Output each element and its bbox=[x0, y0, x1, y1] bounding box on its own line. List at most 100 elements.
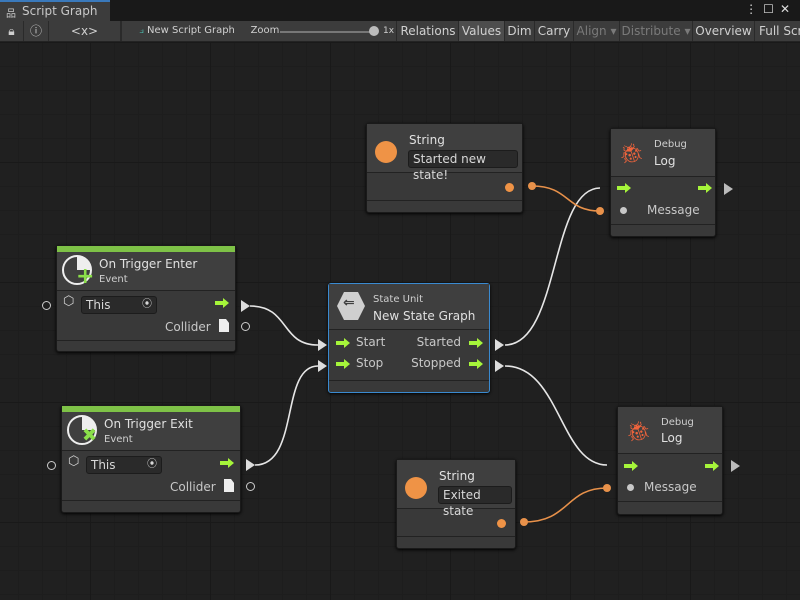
debug-log-node-1[interactable]: 🐞︎ Debug Log Message bbox=[610, 128, 716, 237]
graph-icon: ⟓ bbox=[139, 25, 144, 36]
maximize-icon[interactable]: ☐ bbox=[763, 2, 780, 16]
log1-output-port[interactable] bbox=[724, 183, 733, 195]
node-title: New State Graph bbox=[373, 309, 476, 323]
collider-type-icon bbox=[224, 479, 234, 492]
string-node-started[interactable]: String Started new state! bbox=[366, 123, 523, 213]
flow-input-icon[interactable] bbox=[617, 183, 631, 193]
node-title: On Trigger Exit bbox=[104, 417, 193, 431]
trigger-exit-icon bbox=[67, 415, 97, 445]
node-category: Debug bbox=[654, 139, 687, 150]
relations-button[interactable]: Relations bbox=[398, 21, 459, 41]
port-label: Stop bbox=[356, 356, 384, 370]
close-icon[interactable]: ✕ bbox=[779, 2, 796, 16]
dim-button[interactable]: Dim bbox=[505, 21, 535, 41]
on-trigger-enter-node[interactable]: + On Trigger Enter Event ⬡ This⦿ Collide… bbox=[56, 245, 236, 352]
node-title: On Trigger Enter bbox=[99, 257, 198, 271]
node-title: String bbox=[439, 469, 475, 483]
node-category: State Unit bbox=[373, 294, 424, 305]
zoom-value: 1x bbox=[381, 21, 397, 41]
node-subtitle: Event bbox=[99, 274, 128, 285]
trigger-enter-icon bbox=[62, 255, 92, 285]
log2-output-port[interactable] bbox=[731, 460, 740, 472]
x-icon: ✖ bbox=[82, 425, 98, 446]
on-trigger-exit-node[interactable]: ✖ On Trigger Exit Event ⬡ This⦿ Collider bbox=[61, 405, 241, 513]
info-button[interactable]: ⓘ bbox=[24, 21, 49, 41]
stopped-output-port[interactable] bbox=[495, 360, 504, 372]
lock-icon: 🔒︎ bbox=[8, 24, 15, 38]
flow-output-icon[interactable] bbox=[215, 298, 229, 308]
node-title: Log bbox=[661, 431, 683, 445]
stopped-output-icon[interactable] bbox=[469, 359, 483, 369]
target-field[interactable]: This⦿ bbox=[81, 296, 157, 314]
variables-button[interactable]: <x> bbox=[49, 21, 121, 41]
wire-string2-message bbox=[523, 487, 608, 523]
zoom-label: Zoom bbox=[250, 25, 280, 36]
string-node-exited[interactable]: String Exited state bbox=[396, 459, 516, 549]
node-subtitle: Event bbox=[104, 434, 133, 445]
port-label: Collider bbox=[170, 480, 216, 494]
start-input-port[interactable] bbox=[318, 339, 327, 351]
wire-string1-message bbox=[531, 185, 601, 212]
flow-output-icon[interactable] bbox=[698, 183, 712, 193]
message-port[interactable] bbox=[620, 207, 627, 214]
enter-flow-output-port[interactable] bbox=[241, 300, 250, 312]
port-label: Stopped bbox=[411, 356, 461, 370]
string-icon bbox=[375, 141, 397, 163]
window-controls: ⋮☐✕ bbox=[745, 2, 796, 16]
align-dropdown[interactable]: Align ▾ bbox=[574, 21, 620, 41]
flow-output-icon[interactable] bbox=[705, 461, 719, 471]
back-arrow-icon: ⇐ bbox=[343, 295, 355, 311]
wire-started-log1 bbox=[504, 187, 601, 346]
started-output-port[interactable] bbox=[495, 339, 504, 351]
node-category: Debug bbox=[661, 417, 694, 428]
stop-input-icon[interactable] bbox=[336, 359, 350, 369]
zoom-slider-handle[interactable] bbox=[369, 26, 379, 36]
node-title: Log bbox=[654, 154, 676, 168]
bug-icon: 🐞︎ bbox=[626, 419, 652, 443]
string-output-port[interactable] bbox=[497, 519, 506, 528]
start-input-icon[interactable] bbox=[336, 338, 350, 348]
flow-output-icon[interactable] bbox=[220, 458, 234, 468]
target-picker-icon[interactable]: ⦿ bbox=[147, 459, 157, 470]
state-unit-node[interactable]: ⇐ State Unit New State Graph Start Stop … bbox=[328, 283, 490, 393]
collider-output-port[interactable] bbox=[241, 322, 250, 331]
started-output-icon[interactable] bbox=[469, 338, 483, 348]
zoom-slider[interactable] bbox=[280, 31, 376, 33]
enter-input-port[interactable] bbox=[42, 301, 51, 310]
hierarchy-icon: 品 bbox=[6, 9, 16, 20]
toolbar: 🔒︎ ⓘ <x> ⟓ New Script Graph Zoom 1x Rela… bbox=[0, 21, 800, 42]
more-menu-icon[interactable]: ⋮ bbox=[745, 2, 764, 16]
wire-exit-stop bbox=[254, 365, 319, 466]
bug-icon: 🐞︎ bbox=[619, 141, 645, 165]
wire-enter-start bbox=[249, 305, 319, 346]
port-label: Start bbox=[356, 335, 386, 349]
collider-output-port[interactable] bbox=[246, 482, 255, 491]
cube-icon: ⬡ bbox=[63, 294, 75, 309]
string-value-field[interactable]: Started new state! bbox=[408, 150, 518, 182]
graph-breadcrumb[interactable]: ⟓ New Script Graph bbox=[139, 25, 235, 36]
flow-input-icon[interactable] bbox=[624, 461, 638, 471]
string-value-field[interactable]: Exited state bbox=[438, 486, 512, 518]
plus-icon: + bbox=[76, 264, 95, 289]
distribute-dropdown[interactable]: Distribute ▾ bbox=[620, 21, 693, 41]
values-button[interactable]: Values bbox=[459, 21, 505, 41]
stop-input-port[interactable] bbox=[318, 360, 327, 372]
cube-icon: ⬡ bbox=[68, 454, 80, 469]
info-icon: ⓘ bbox=[29, 24, 42, 38]
carry-button[interactable]: Carry bbox=[535, 21, 574, 41]
debug-log-node-2[interactable]: 🐞︎ Debug Log Message bbox=[617, 406, 723, 515]
message-port[interactable] bbox=[627, 484, 634, 491]
target-picker-icon[interactable]: ⦿ bbox=[142, 299, 152, 310]
string-output-port[interactable] bbox=[505, 183, 514, 192]
lock-button[interactable]: 🔒︎ bbox=[0, 21, 24, 41]
overview-button[interactable]: Overview bbox=[693, 21, 755, 41]
exit-input-port[interactable] bbox=[47, 461, 56, 470]
exit-flow-output-port[interactable] bbox=[246, 459, 255, 471]
collider-type-icon bbox=[219, 319, 229, 332]
target-field[interactable]: This⦿ bbox=[86, 456, 162, 474]
port-label: Collider bbox=[165, 320, 211, 334]
full-screen-button[interactable]: Full Screen bbox=[755, 21, 800, 41]
